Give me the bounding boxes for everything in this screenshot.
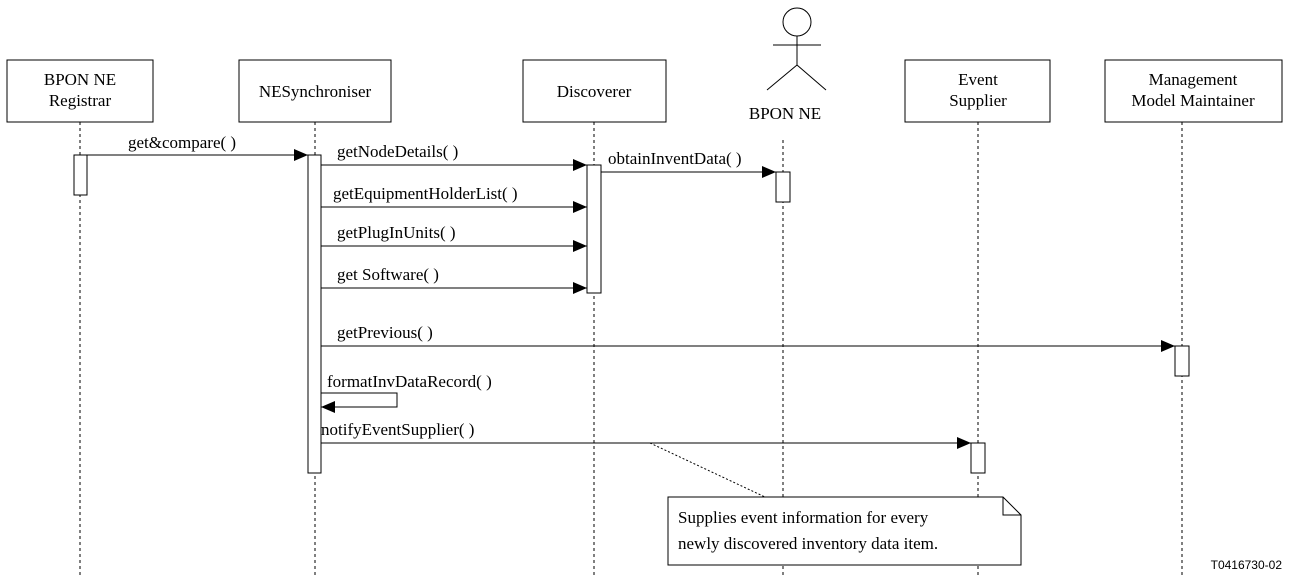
note-line1: Supplies event information for every: [678, 508, 929, 527]
message-format-inv-data-record-label: formatInvDataRecord( ): [327, 372, 492, 391]
object-mmm-line2: Model Maintainer: [1131, 91, 1255, 110]
object-synchroniser: NESynchroniser: [238, 59, 392, 123]
activation-bpon-ne: [775, 171, 791, 203]
actor-bpon-ne: BPON NE: [749, 7, 827, 123]
activation-synchroniser: [307, 154, 322, 474]
object-synchroniser-label: NESynchroniser: [259, 82, 372, 101]
message-get-node-details-label: getNodeDetails( ): [337, 142, 458, 161]
message-get-equipment-holder-list: getEquipmentHolderList( ): [321, 184, 587, 213]
object-event-supplier: Event Supplier: [904, 59, 1051, 123]
activation-event: [970, 442, 986, 474]
note-line2: newly discovered inventory data item.: [678, 534, 938, 553]
message-get-compare-label: get&compare( ): [128, 133, 236, 152]
message-obtain-invent-data-label: obtainInventData( ): [608, 149, 742, 168]
activation-mmm: [1174, 345, 1190, 377]
figure-id: T0416730-02: [1211, 558, 1283, 572]
object-registrar: BPON NE Registrar: [6, 59, 154, 123]
message-notify-event-supplier: notifyEventSupplier( ): [321, 420, 971, 449]
message-format-inv-data-record: formatInvDataRecord( ): [321, 372, 492, 413]
message-get-previous-label: getPrevious( ): [337, 323, 433, 342]
object-mmm-line1: Management: [1149, 70, 1238, 89]
message-get-software: get Software( ): [321, 265, 587, 294]
object-event-line1: Event: [958, 70, 998, 89]
comment-note: Supplies event information for every new…: [667, 496, 1022, 566]
object-discoverer: Discoverer: [522, 59, 667, 123]
message-notify-event-supplier-label: notifyEventSupplier( ): [321, 420, 474, 439]
activation-registrar: [73, 154, 88, 196]
object-event-line2: Supplier: [949, 91, 1007, 110]
object-discoverer-label: Discoverer: [557, 82, 632, 101]
message-get-plug-in-units: getPlugInUnits( ): [321, 223, 587, 252]
object-registrar-line1: BPON NE: [44, 70, 116, 89]
message-get-node-details: getNodeDetails( ): [321, 142, 587, 171]
object-registrar-line2: Registrar: [49, 91, 112, 110]
object-mmm: Management Model Maintainer: [1104, 59, 1283, 123]
message-get-plug-in-units-label: getPlugInUnits( ): [337, 223, 456, 242]
note-anchor-line: [649, 442, 766, 498]
message-get-software-label: get Software( ): [337, 265, 439, 284]
message-get-equipment-holder-list-label: getEquipmentHolderList( ): [333, 184, 518, 203]
actor-head-icon: [782, 7, 812, 37]
message-get-compare: get&compare( ): [87, 133, 308, 161]
activation-discoverer: [586, 164, 602, 294]
actor-bpon-ne-label: BPON NE: [749, 104, 821, 123]
message-get-previous: getPrevious( ): [321, 323, 1175, 352]
message-obtain-invent-data: obtainInventData( ): [601, 149, 776, 178]
